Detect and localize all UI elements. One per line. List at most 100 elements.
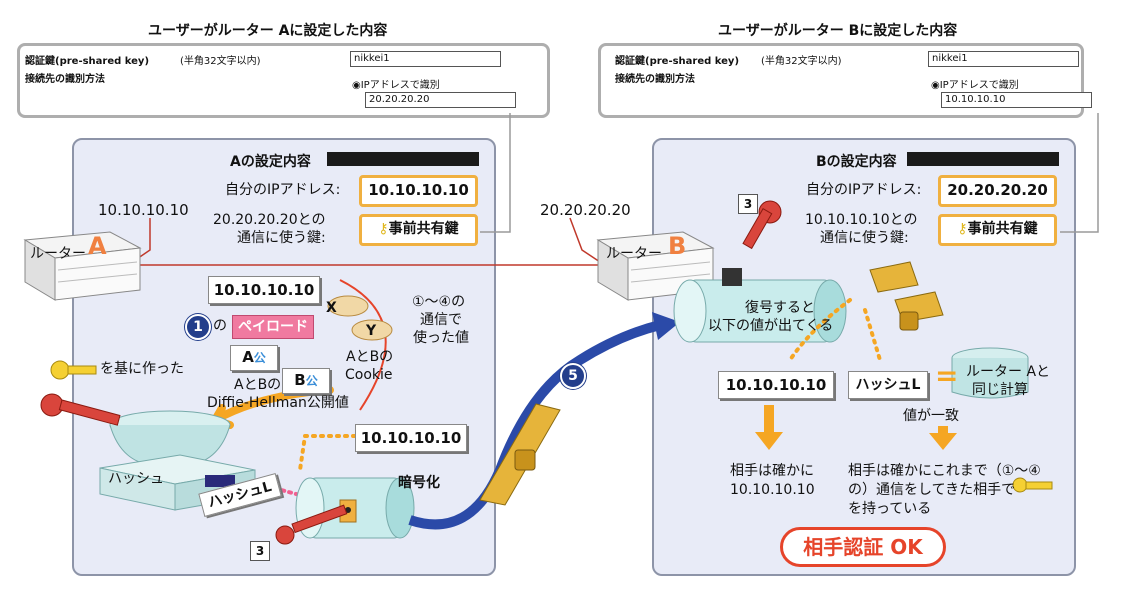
range-label-3: 使った値 — [413, 330, 469, 346]
cookie-label-1: AとBの — [346, 349, 394, 365]
psk-field[interactable]: nikkei1 — [928, 51, 1079, 67]
key-label-a2: 通信に使う鍵: — [237, 230, 326, 246]
router-a-label: ルーター — [30, 246, 86, 262]
yellow-key-icon-a — [50, 360, 97, 380]
connector-b — [1060, 113, 1099, 233]
result-1b: 10.10.10.10 — [730, 482, 815, 498]
connector-a — [480, 113, 511, 233]
radio-icon: ◉ — [352, 80, 361, 91]
title-router-a: ユーザーがルーター Aに設定した内容 — [148, 23, 388, 39]
ident-label: 接続先の識別方法 — [615, 74, 695, 85]
panel-a-heading: Aの設定内容 — [230, 154, 311, 170]
ip-to-encrypt: 10.10.10.10 — [355, 424, 467, 452]
decrypt-label-1: 復号すると — [745, 300, 815, 316]
red-key-icon-b — [742, 200, 782, 250]
radio-icon: ◉ — [931, 80, 940, 91]
red-key-icon-a — [40, 393, 121, 426]
key-based-label: を基に作った — [100, 361, 184, 377]
pubkey-b: B公 — [282, 368, 330, 394]
router-a-letter: A — [88, 232, 107, 260]
public-icon: 公 — [253, 351, 266, 365]
of-label: の — [213, 318, 227, 334]
ident-label: 接続先の識別方法 — [25, 74, 105, 85]
orange-dotted-arrow-a — [298, 434, 357, 472]
down-arrow-1 — [755, 405, 783, 450]
preshared-key-a: ⚷事前共有鍵 — [359, 214, 478, 246]
encrypt-label: 暗号化 — [398, 475, 440, 491]
match-label: 値が一致 — [903, 408, 959, 424]
title-router-b: ユーザーがルーター Bに設定した内容 — [718, 23, 958, 39]
yellow-key-icon-b — [1012, 477, 1053, 493]
orange-dotted-arrow-b2 — [863, 308, 882, 362]
cookie-label-2: Cookie — [345, 367, 393, 383]
ip-field[interactable]: 20.20.20.20 — [365, 92, 516, 108]
dh-label-2: Diffie-Hellman公開値 — [207, 395, 349, 411]
result-1a: 相手は確かに — [730, 463, 814, 479]
cookie-icon-x — [327, 295, 369, 317]
ip-radio[interactable]: ◉IPアドレスで識別 — [931, 80, 1019, 91]
decrypt-cylinder-icon — [673, 268, 847, 343]
cookie-y-label: Y — [366, 323, 377, 339]
key-label-b1: 10.10.10.10との — [805, 212, 918, 228]
auth-ok-badge: 相手認証 OK — [780, 527, 946, 567]
ip-field[interactable]: 10.10.10.10 — [941, 92, 1092, 108]
preshared-key-b: ⚷事前共有鍵 — [938, 214, 1057, 246]
own-ip-b: 20.20.20.20 — [938, 175, 1057, 207]
orange-dotted-arrow-b1 — [788, 298, 852, 362]
decrypt-label-2: 以下の値が出てくる — [708, 318, 834, 334]
router-b-ip: 20.20.20.20 — [540, 201, 631, 219]
router-a-ip: 10.10.10.10 — [98, 201, 189, 219]
ip-pointer-b — [569, 217, 601, 263]
locked-tube-icon — [479, 403, 561, 506]
range-label-2: 通信で — [420, 312, 462, 328]
psk-note: (半角32文字以内) — [180, 56, 261, 67]
key-icon: ⚷ — [957, 221, 968, 237]
range-label-1: ①～④の — [412, 294, 466, 310]
calc-cylinder-icon — [951, 347, 1029, 399]
decrypted-ip: 10.10.10.10 — [718, 371, 834, 399]
same-calc-2: 同じ計算 — [972, 382, 1028, 398]
panel-b-heading: Bの設定内容 — [816, 154, 897, 170]
result-2b: の）通信をしてきた相手で — [848, 482, 1016, 498]
down-arrow-2 — [929, 426, 957, 450]
redacted-bar-a — [327, 152, 479, 166]
settings-panel-b: 認証鍵(pre-shared key) (半角32文字以内) nikkei1 接… — [598, 43, 1092, 118]
cookie-icon-y — [351, 319, 393, 341]
own-ip-label-a: 自分のIPアドレス: — [225, 182, 341, 198]
step5-arrow — [408, 320, 662, 530]
key-icon: ⚷ — [378, 221, 389, 237]
psk-label: 認証鍵(pre-shared key) — [615, 56, 740, 67]
psk-field[interactable]: nikkei1 — [350, 51, 501, 67]
public-icon: 公 — [305, 374, 318, 388]
step5-arrowhead — [652, 312, 680, 340]
hash-label: ハッシュ — [108, 471, 164, 487]
key-label-b2: 通信に使う鍵: — [820, 230, 909, 246]
result-2c: を持っている — [848, 501, 932, 517]
redacted-bar-b — [907, 152, 1059, 166]
router-b-label: ルーター — [606, 246, 662, 262]
key-label-a1: 20.20.20.20との — [213, 212, 326, 228]
equals-sign: = — [935, 359, 959, 392]
opened-tube-icon — [869, 261, 944, 331]
own-ip-a: 10.10.10.10 — [359, 175, 478, 207]
hash-bowl-icon — [109, 410, 231, 466]
tag-3-b: 3 — [738, 194, 758, 214]
router-b-letter: B — [668, 232, 687, 260]
own-ip-label-b: 自分のIPアドレス: — [806, 182, 922, 198]
psk-note: (半角32文字以内) — [761, 56, 842, 67]
encrypt-cylinder-icon — [295, 477, 415, 539]
pubkey-a: A公 — [230, 345, 278, 371]
cookie-x-label: X — [326, 300, 337, 316]
step1-badge: 1 — [185, 314, 211, 340]
payload-box: ペイロード — [232, 315, 314, 339]
red-key-icon-enc — [275, 504, 348, 545]
settings-panel-a: 認証鍵(pre-shared key) (半角32文字以内) nikkei1 接… — [17, 43, 550, 118]
hash-l-b: ハッシュL — [848, 371, 928, 399]
dh-label-1: AとBの — [234, 377, 282, 393]
result-2a: 相手は確かにこれまで（①～④ — [848, 463, 1041, 479]
router-a-icon — [23, 231, 142, 301]
packet-ip: 10.10.10.10 — [208, 276, 320, 304]
ip-radio[interactable]: ◉IPアドレスで識別 — [352, 80, 440, 91]
step5-badge: 5 — [560, 363, 586, 389]
